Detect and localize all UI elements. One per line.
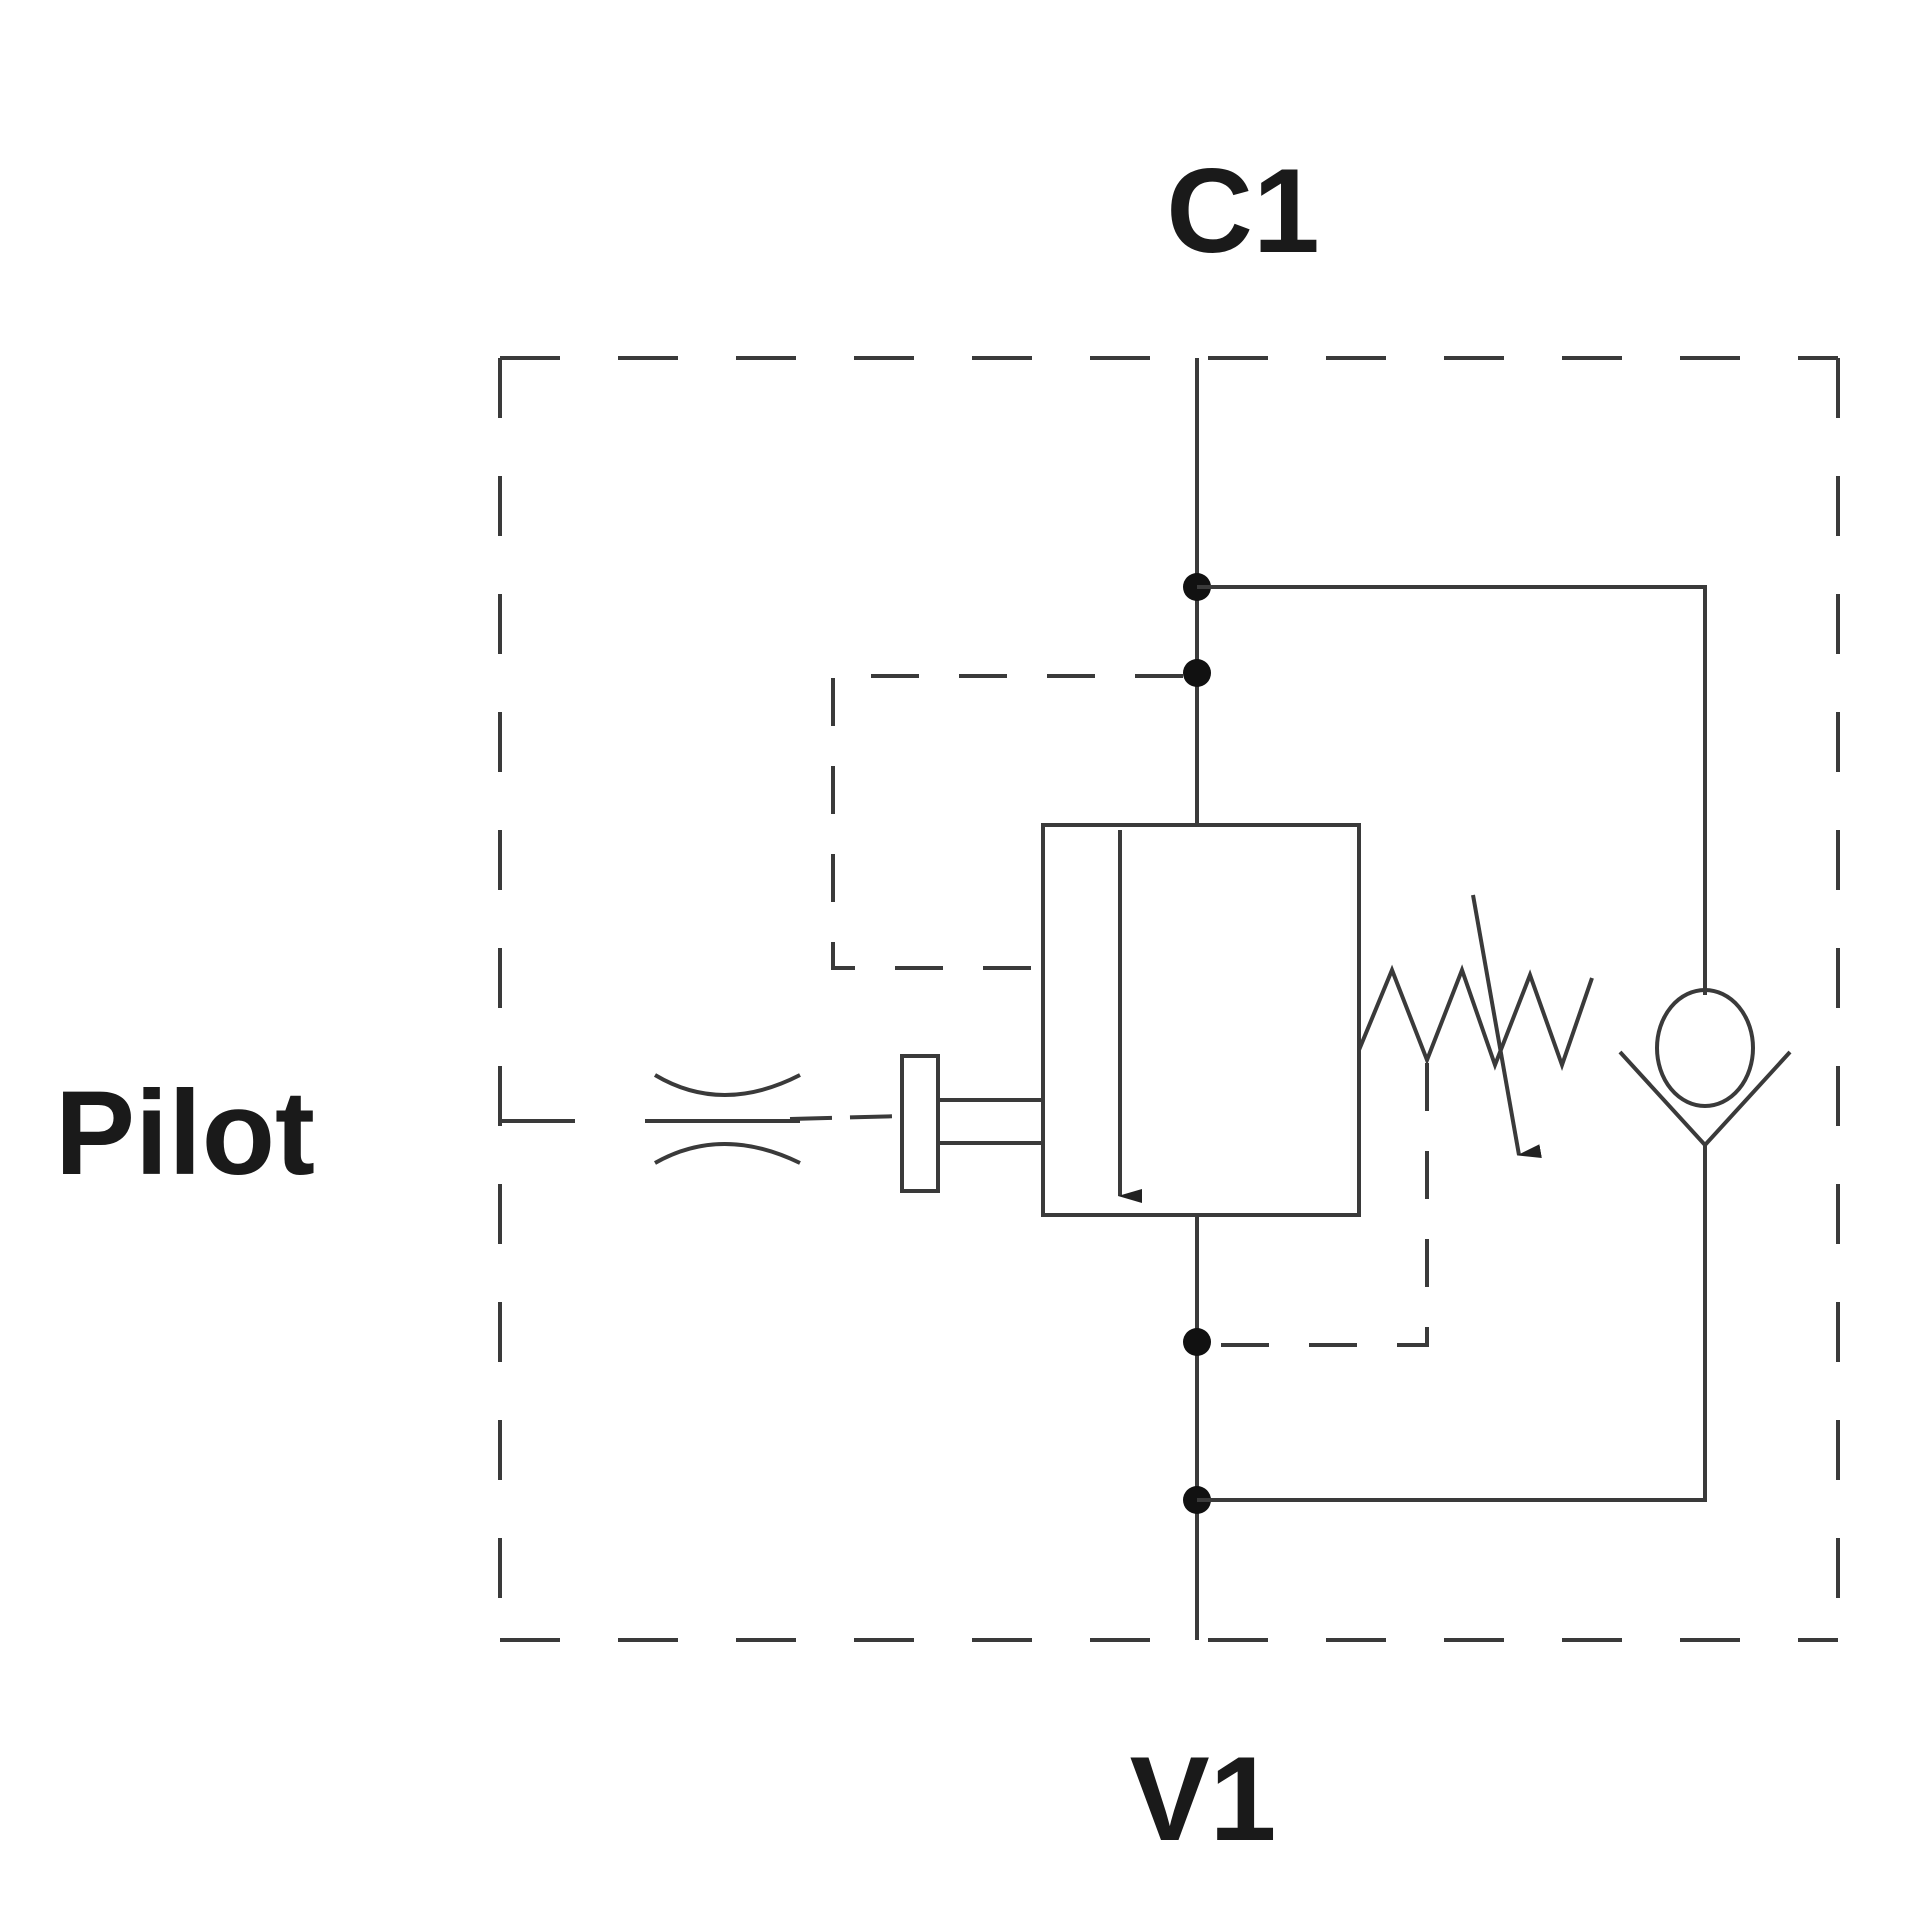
internal-pilot-line xyxy=(831,674,1183,970)
external-pilot-line xyxy=(500,1114,903,1123)
drain-line xyxy=(1211,1063,1429,1347)
orifice-icon xyxy=(653,1073,801,1165)
adjustable-spring-icon xyxy=(1357,894,1594,1159)
bypass-line xyxy=(1197,585,1707,1502)
check-valve-icon xyxy=(1618,988,1792,1148)
junction-dot xyxy=(1183,659,1211,687)
port-label-c1: C1 xyxy=(1166,144,1319,278)
valve-envelope xyxy=(498,356,1840,1642)
junction-dot xyxy=(1183,1328,1211,1356)
valve-spool xyxy=(1041,823,1361,1217)
pilot-piston xyxy=(900,1054,1043,1193)
port-label-pilot: Pilot xyxy=(55,1066,315,1200)
port-label-v1: V1 xyxy=(1130,1732,1277,1866)
